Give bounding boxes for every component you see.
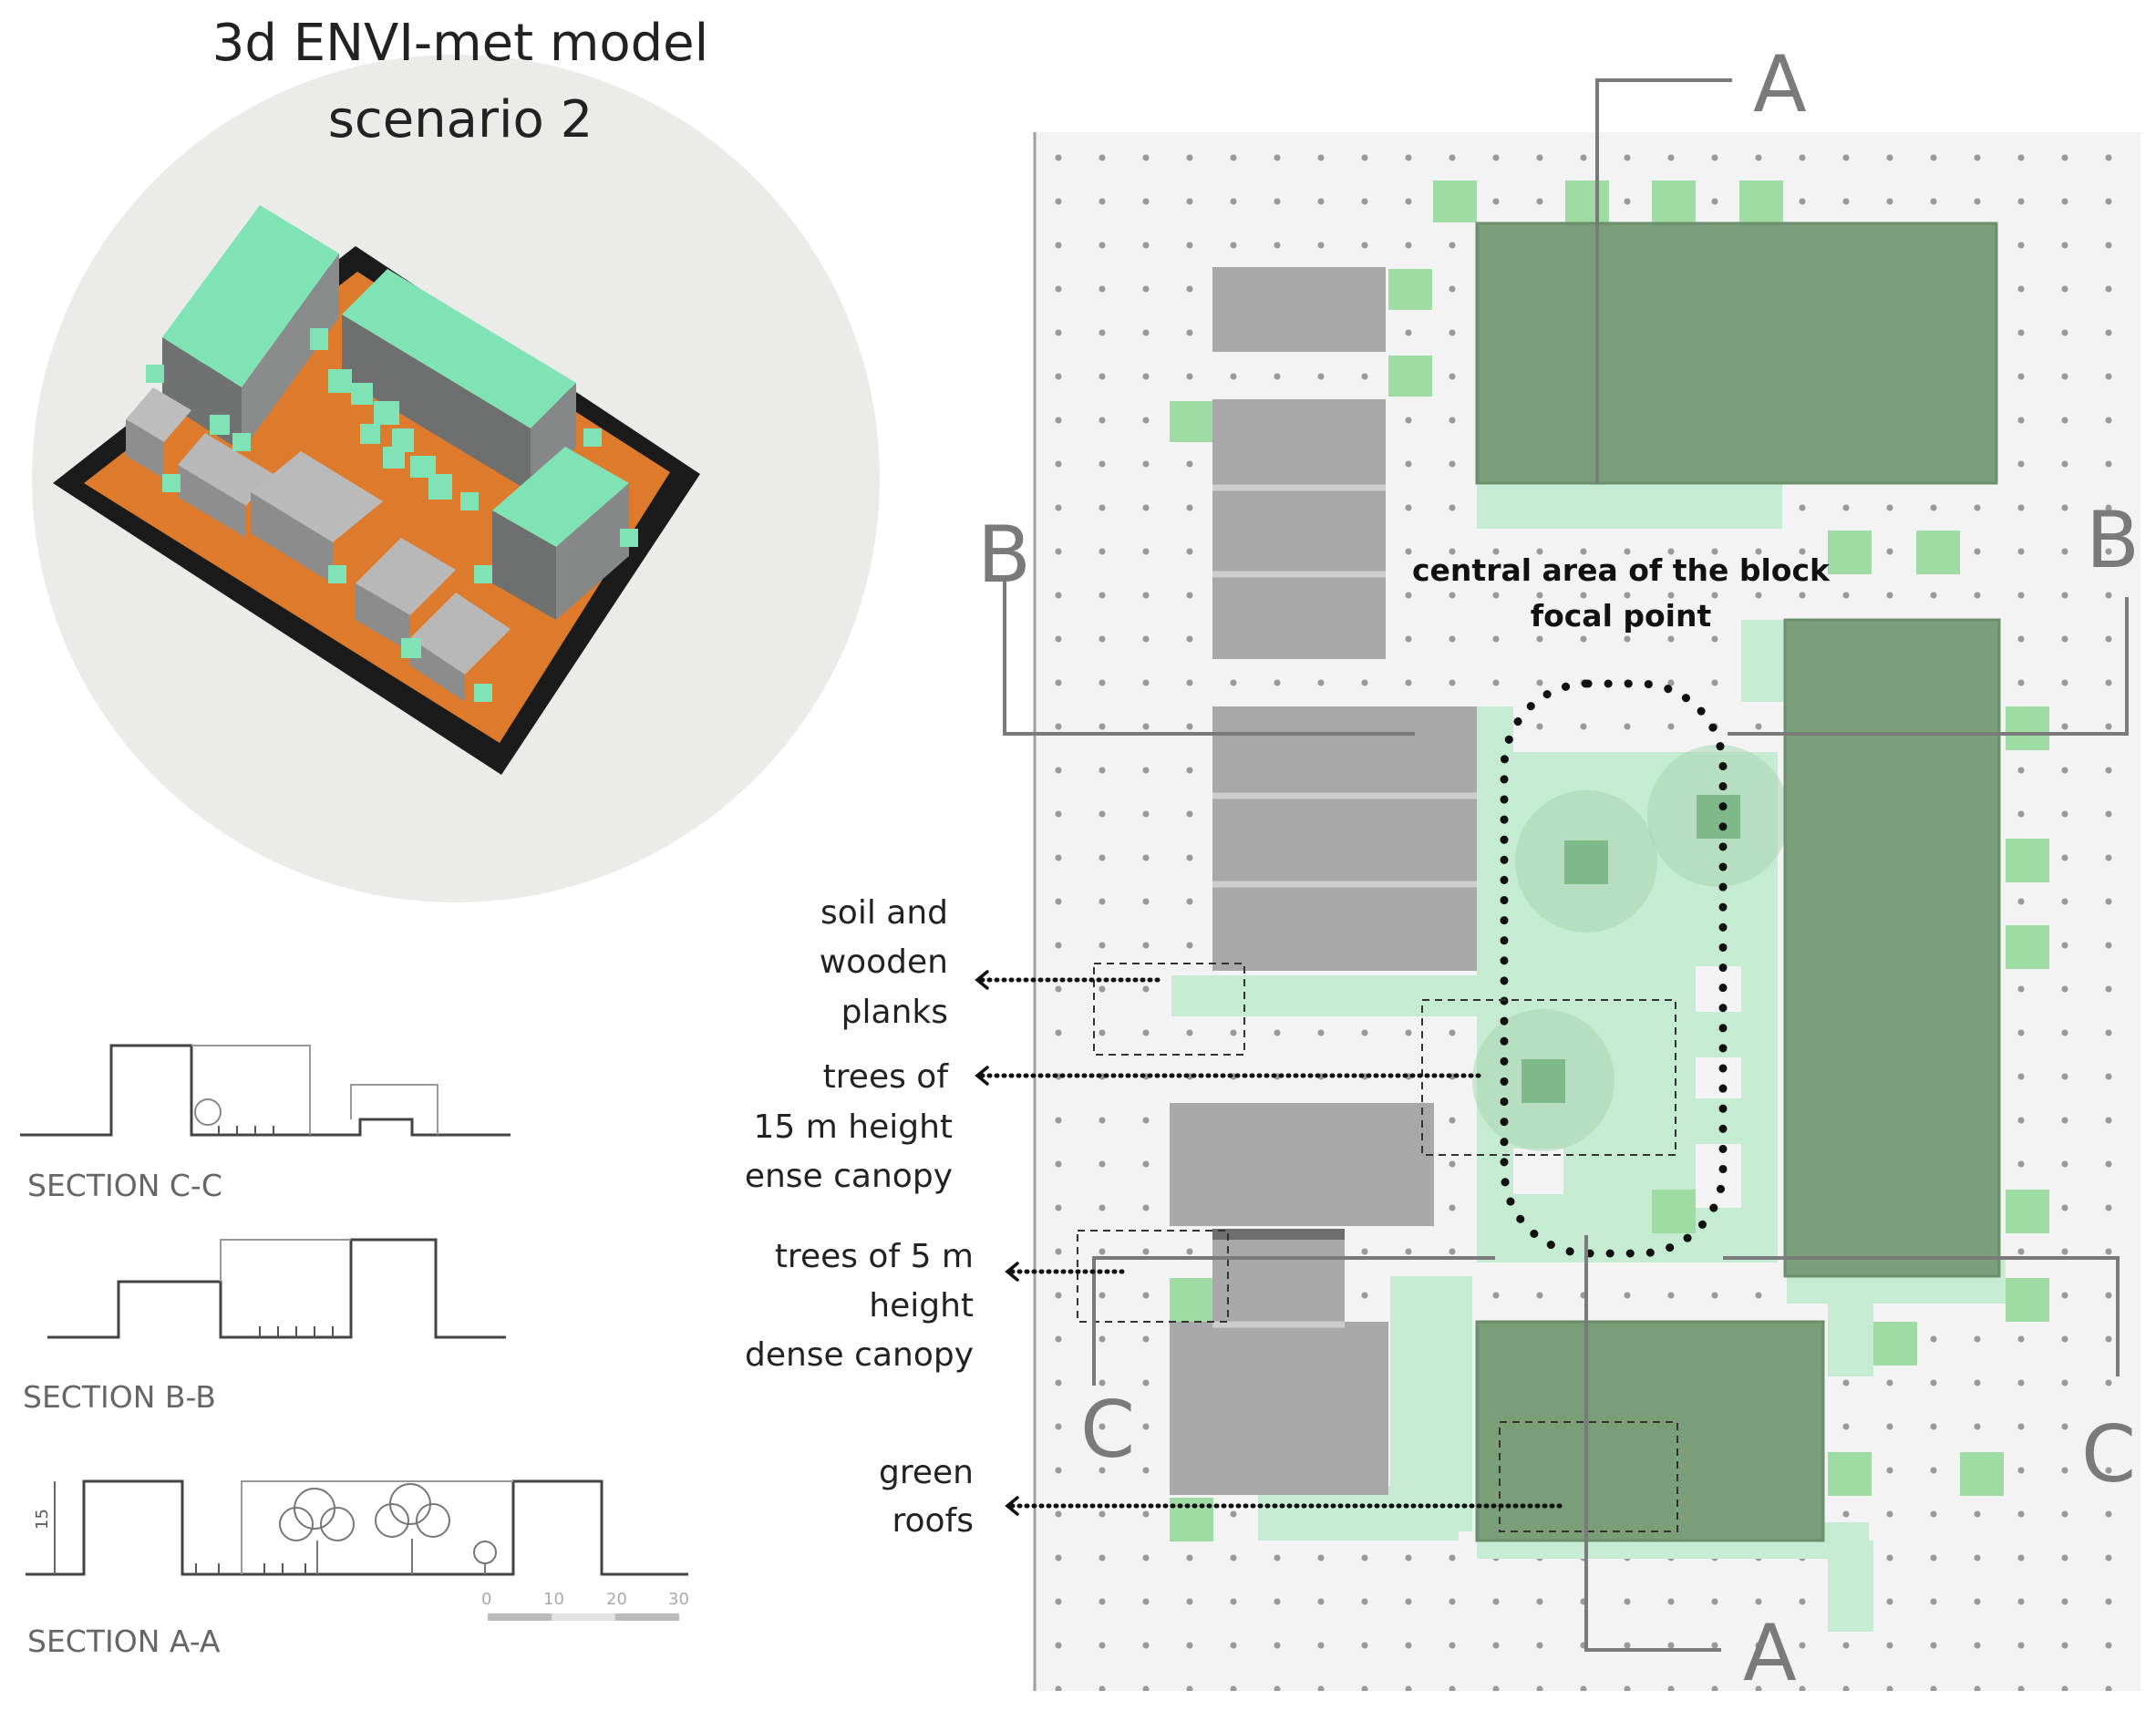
svg-text:soil and: soil and [820, 894, 948, 932]
svg-text:wooden: wooden [820, 943, 948, 981]
legend-roofs-label: green roofs [879, 1454, 974, 1540]
svg-text:15 m height: 15 m height [753, 1108, 953, 1146]
green-roofs [1475, 222, 2001, 1542]
cut-label-c-left: C [1080, 1385, 1135, 1476]
leader-arrowheads [975, 970, 1019, 1516]
focal-label-line-1: central area of the block [1412, 552, 1831, 588]
scale-bar: 0 10 20 30 [481, 1590, 689, 1621]
svg-text:trees of 5 m: trees of 5 m [775, 1238, 974, 1275]
cut-label-a-bottom: A [1743, 1608, 1797, 1699]
section-cc-label: SECTION C-C [27, 1168, 222, 1203]
scale-tick-0: 0 [481, 1590, 491, 1609]
section-aa-drawing [26, 1479, 688, 1576]
tree-trunks-15m [1522, 795, 1740, 1103]
cut-label-b-right: B [2086, 495, 2140, 586]
legend-soil-label: soil and wooden planks [820, 894, 948, 1031]
focal-label-line-2: focal point [1531, 598, 1712, 634]
svg-text:planks: planks [841, 994, 948, 1031]
svg-text:green: green [879, 1454, 974, 1491]
section-bb-drawing [47, 1238, 506, 1339]
callout-boxes [1077, 963, 1678, 1532]
title-line-1: 3d ENVI-met model [212, 14, 708, 73]
section-cut-lines [1003, 78, 2129, 1652]
focal-area-outline [1500, 679, 1728, 1258]
leader-lines [979, 977, 1569, 1509]
title-line-2: scenario 2 [328, 90, 593, 149]
section-aa-height-label: 15 [33, 1509, 52, 1530]
svg-text:roofs: roofs [892, 1502, 975, 1540]
section-aa-label: SECTION A-A [27, 1623, 221, 1659]
svg-text:trees of: trees of [823, 1058, 950, 1096]
model-3d-view [32, 55, 880, 902]
site-plan [1003, 78, 2141, 1691]
legend-trees15-label: trees of 15 m height ense canopy [745, 1058, 953, 1195]
svg-text:ense canopy: ense canopy [745, 1158, 953, 1195]
section-bb-label: SECTION B-B [23, 1379, 216, 1415]
scale-tick-10: 10 [543, 1590, 564, 1609]
svg-text:height: height [869, 1287, 974, 1324]
scale-tick-20: 20 [606, 1590, 627, 1609]
legend-trees5-label: trees of 5 m height dense canopy [745, 1238, 974, 1374]
trees-5m [1170, 180, 2049, 1541]
svg-text:dense canopy: dense canopy [745, 1336, 974, 1374]
cut-label-a-top: A [1753, 39, 1807, 130]
scale-tick-30: 30 [668, 1590, 689, 1609]
cut-label-c-right: C [2081, 1409, 2136, 1500]
grey-buildings [1170, 267, 1477, 1495]
section-cc-drawing [20, 1044, 511, 1137]
cut-label-b-left: B [977, 510, 1031, 601]
